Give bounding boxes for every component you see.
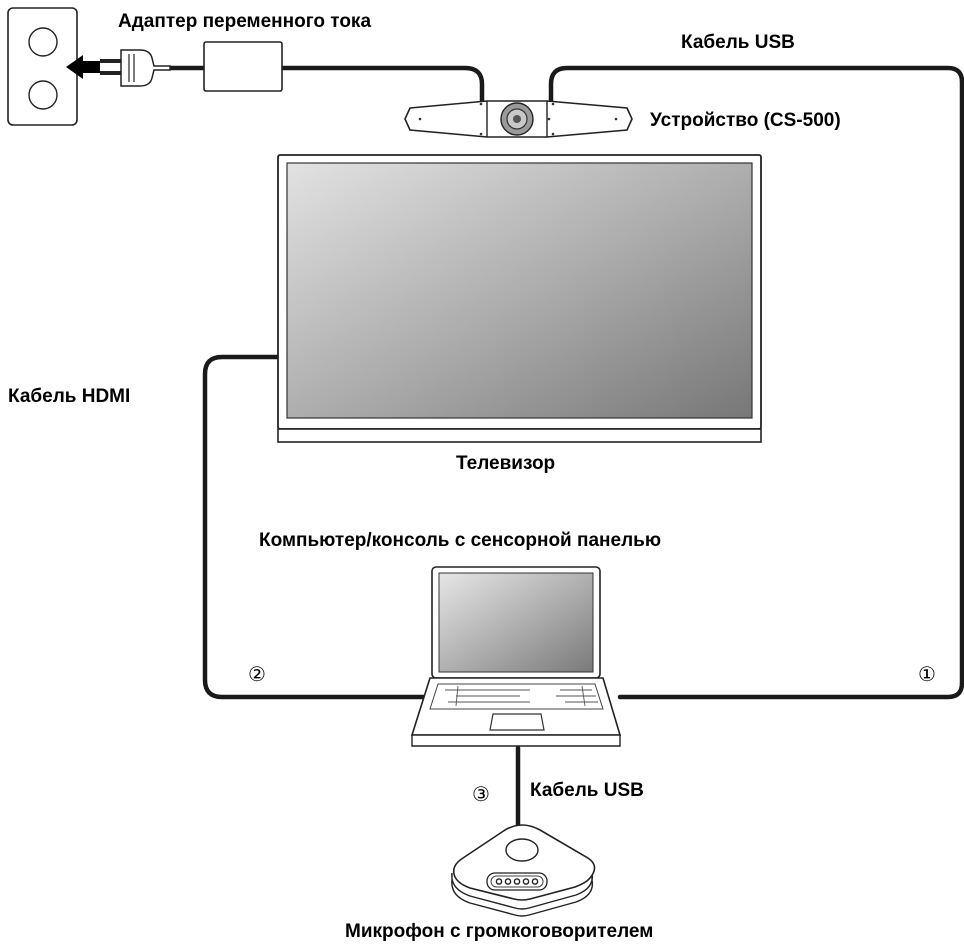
ac-adapter-box	[203, 41, 283, 92]
label-computer: Компьютер/консоль с сенсорной панелью	[259, 530, 661, 551]
label-usb-cable-bottom: Кабель USB	[530, 780, 644, 801]
tv	[277, 154, 762, 443]
marker-three: ③	[472, 782, 490, 806]
marker-two: ②	[248, 662, 266, 686]
wall-outlet	[7, 7, 78, 126]
label-speakerphone: Микрофон с громкоговорителем	[345, 921, 653, 942]
laptop-computer	[410, 566, 622, 747]
speakerphone	[451, 824, 596, 917]
label-device: Устройство (CS-500)	[650, 110, 841, 131]
device-cs500	[404, 100, 633, 138]
plug-arrow-icon	[66, 55, 100, 79]
power-plug	[100, 49, 171, 87]
label-hdmi-cable: Кабель HDMI	[8, 386, 130, 407]
marker-one: ①	[918, 662, 936, 686]
power-cable	[167, 65, 485, 105]
label-usb-cable-top: Кабель USB	[681, 32, 795, 53]
hdmi-cable	[202, 354, 428, 700]
label-tv: Телевизор	[456, 453, 555, 474]
usb-cable-device-to-computer	[548, 65, 964, 700]
label-ac-adapter: Адаптер переменного тока	[118, 11, 371, 32]
